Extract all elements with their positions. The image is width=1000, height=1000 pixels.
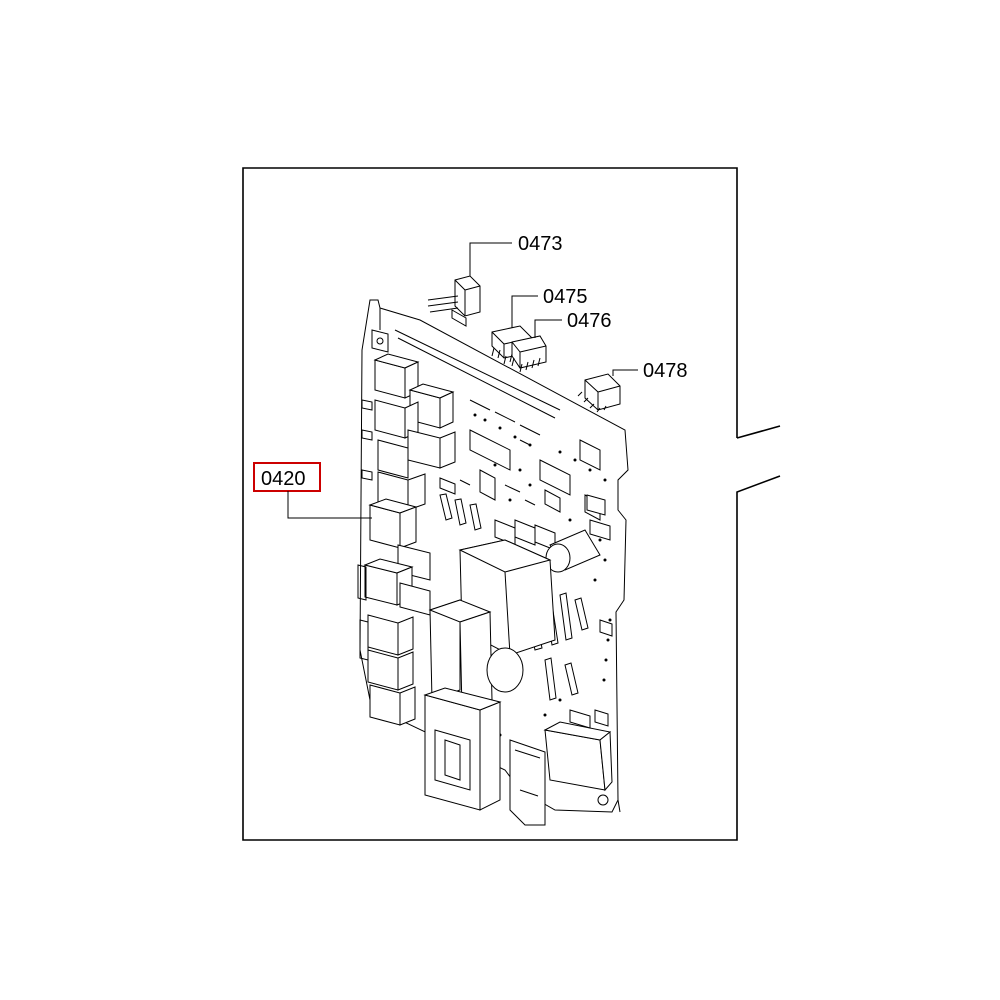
- callout-0473[interactable]: 0473: [518, 233, 563, 255]
- capacitor: [545, 529, 601, 573]
- leader-0478: [612, 369, 638, 376]
- leader-0475: [511, 295, 538, 328]
- diagram-frame: [242, 167, 781, 841]
- leader-0473: [469, 242, 512, 276]
- connector-0478[interactable]: [577, 373, 621, 413]
- leader-0476: [534, 319, 562, 338]
- highlight-box-0420: [253, 462, 321, 492]
- connector-0476[interactable]: [511, 335, 547, 373]
- connector-0473[interactable]: [427, 275, 481, 327]
- callout-0475[interactable]: 0475: [543, 286, 588, 308]
- relay-column: [363, 353, 456, 726]
- control-board-pcb[interactable]: [357, 299, 629, 826]
- callout-0420[interactable]: 0420: [261, 468, 306, 490]
- callout-0476[interactable]: 0476: [567, 310, 612, 332]
- leader-0420: [287, 491, 372, 519]
- callout-0478[interactable]: 0478: [643, 360, 688, 382]
- terminal-block: [423, 687, 613, 826]
- transformer: [428, 539, 556, 711]
